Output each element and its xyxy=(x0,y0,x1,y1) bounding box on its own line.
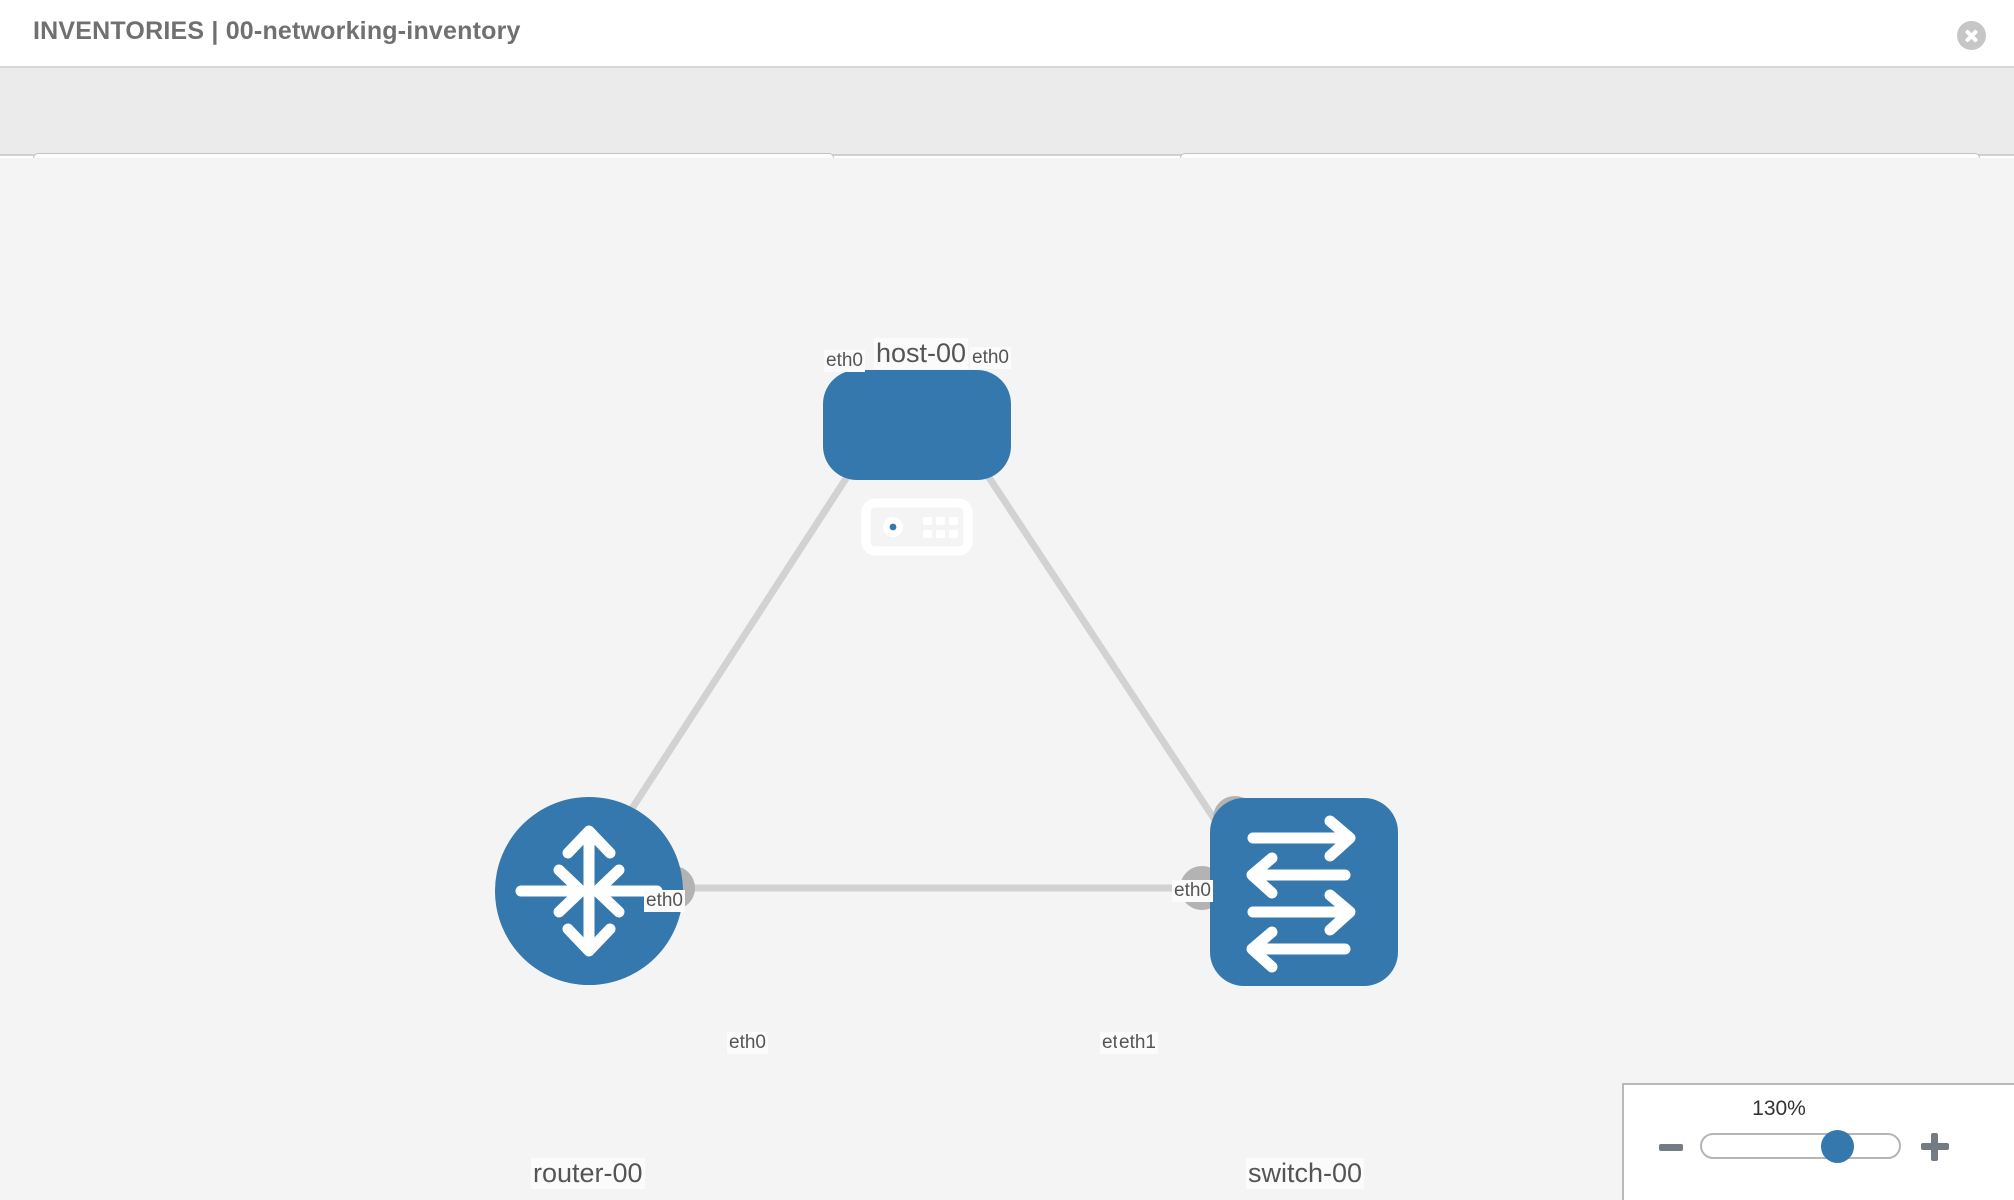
topology-graph xyxy=(495,370,1398,986)
zoom-slider-thumb[interactable] xyxy=(1821,1130,1854,1163)
page-title: INVENTORIES | 00-networking-inventory xyxy=(33,17,521,45)
node-label-switch-00: switch-00 xyxy=(1246,1158,1365,1189)
topology-canvas[interactable]: host-00 router-00 switch-00 eth0 eth0 et… xyxy=(0,158,2014,1200)
node-switch-00[interactable] xyxy=(1210,798,1398,986)
link-host00-router00[interactable] xyxy=(597,424,883,860)
node-router-00[interactable] xyxy=(495,797,683,985)
topology-links xyxy=(597,424,1250,892)
link-host00-switch00[interactable] xyxy=(952,424,1243,860)
zoom-out-button[interactable] xyxy=(1659,1144,1683,1151)
toolbar: ACTIONS SEARCH xyxy=(0,68,2014,206)
zoom-control-panel: 130% xyxy=(1622,1083,2014,1200)
iface-label-router00-eth0-uplink: eth0 xyxy=(644,890,685,912)
node-label-router-00: router-00 xyxy=(531,1158,645,1189)
iface-label-router00-eth0: eth0 xyxy=(727,1032,768,1054)
iface-label-host00-eth0-right: eth0 xyxy=(970,347,1011,369)
router-arrows-icon xyxy=(515,825,663,957)
server-icon xyxy=(861,498,973,556)
node-label-host-00: host-00 xyxy=(874,338,969,369)
switch-arrows-icon xyxy=(1246,815,1356,973)
zoom-level-value: 130% xyxy=(1752,1097,1806,1120)
iface-label-host00-eth0-left: eth0 xyxy=(824,350,865,372)
close-icon[interactable] xyxy=(1957,21,1986,50)
node-host-00[interactable] xyxy=(823,370,1011,556)
page-header: INVENTORIES | 00-networking-inventory xyxy=(0,0,2014,68)
iface-label-switch00-eth0-uplink: eth0 xyxy=(1172,880,1213,902)
zoom-in-button[interactable] xyxy=(1921,1133,1949,1161)
iface-label-switch00-eth1: eth1 xyxy=(1117,1032,1158,1054)
zoom-slider-track[interactable] xyxy=(1700,1133,1901,1159)
